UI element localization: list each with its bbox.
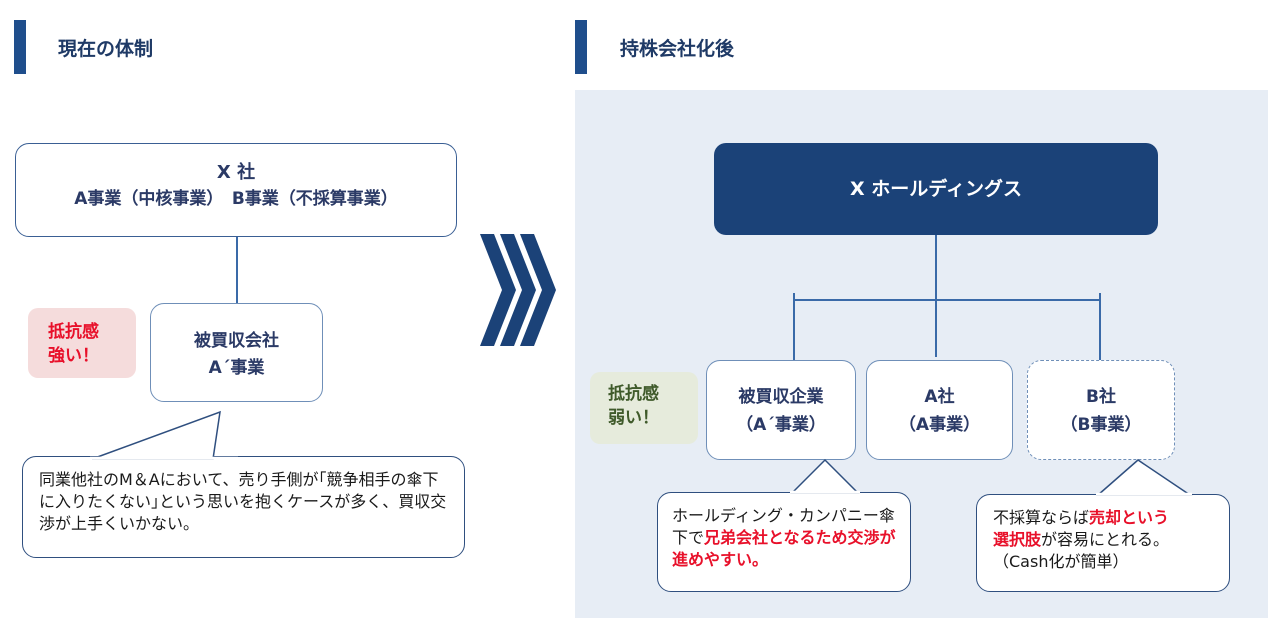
right-callout-right-text1: 不採算ならば [993, 508, 1090, 527]
acquired-enterprise-title: 被買収企業 [738, 387, 824, 407]
b-company-title: B社 [1086, 387, 1116, 407]
transition-arrow-icon [480, 234, 556, 346]
holdings-vertical-line [935, 235, 937, 357]
branch-right-line [1099, 293, 1101, 360]
resistance-strong-tag: 抵抗感 強い！ [28, 308, 136, 378]
holdings-box: X ホールディングス [714, 143, 1158, 235]
left-callout-text: 同業他社のM＆Aにおいて、売り手側が｢競争相手の傘下に入りたくない｣という思いを… [39, 470, 447, 533]
left-heading-bar [14, 20, 26, 74]
right-callout-right: 不採算ならば売却という 選択肢が容易にとれる。 （Cash化が簡単） [976, 494, 1230, 592]
acquired-company-box: 被買収会社 A´事業 [150, 303, 323, 402]
right-callout-right-text2: が容易にとれる。 [1041, 530, 1170, 549]
acquired-company-business: A´事業 [208, 358, 265, 378]
resistance-weak-line1: 抵抗感 [608, 384, 659, 404]
resistance-weak-line2: 弱い！ [608, 408, 659, 428]
right-callout-left-highlight: 兄弟会社となるため交渉が進めやすい。 [672, 528, 896, 569]
right-callout-right-highlight1: 売却という [1089, 508, 1170, 527]
a-company-title: A社 [924, 387, 955, 407]
b-company-box: B社 （B事業） [1027, 360, 1175, 460]
branch-left-line [793, 293, 795, 360]
acquired-company-title: 被買収会社 [194, 331, 279, 351]
acquired-enterprise-box: 被買収企業 （A´事業） [706, 360, 856, 460]
x-company-box: X 社 A事業（中核事業） B事業（不採算事業） [15, 143, 457, 237]
right-callout-right-text3: （Cash化が簡単） [993, 552, 1129, 571]
right-callout-left-pointer [790, 458, 860, 494]
left-heading: 現在の体制 [58, 38, 154, 60]
holdings-title: X ホールディングス [850, 178, 1022, 200]
left-callout-pointer [90, 410, 238, 460]
x-company-businesses: A事業（中核事業） B事業（不採算事業） [74, 189, 398, 209]
acquired-enterprise-business: （A´事業） [736, 415, 826, 435]
right-heading-bar [575, 20, 587, 74]
right-callout-left: ホールディング・カンパニー傘下で兄弟会社となるため交渉が進めやすい。 [657, 492, 911, 592]
branch-horizontal-line [793, 299, 1101, 301]
resistance-strong-line1: 抵抗感 [48, 322, 99, 342]
resistance-strong-line2: 強い！ [48, 346, 99, 366]
a-company-business: （A事業） [898, 415, 981, 435]
right-heading: 持株会社化後 [620, 38, 735, 60]
a-company-box: A社 （A事業） [866, 360, 1013, 460]
right-callout-left-text: ホールディング・カンパニー傘下で [672, 506, 895, 547]
b-company-business: （B事業） [1060, 415, 1142, 435]
left-callout: 同業他社のM＆Aにおいて、売り手側が｢競争相手の傘下に入りたくない｣という思いを… [22, 456, 465, 558]
x-company-title: X 社 [216, 162, 256, 183]
left-connector-line [236, 237, 238, 303]
right-callout-right-highlight2: 選択肢 [993, 530, 1042, 549]
resistance-weak-tag: 抵抗感 弱い！ [590, 372, 698, 444]
right-callout-right-pointer [1096, 459, 1193, 496]
